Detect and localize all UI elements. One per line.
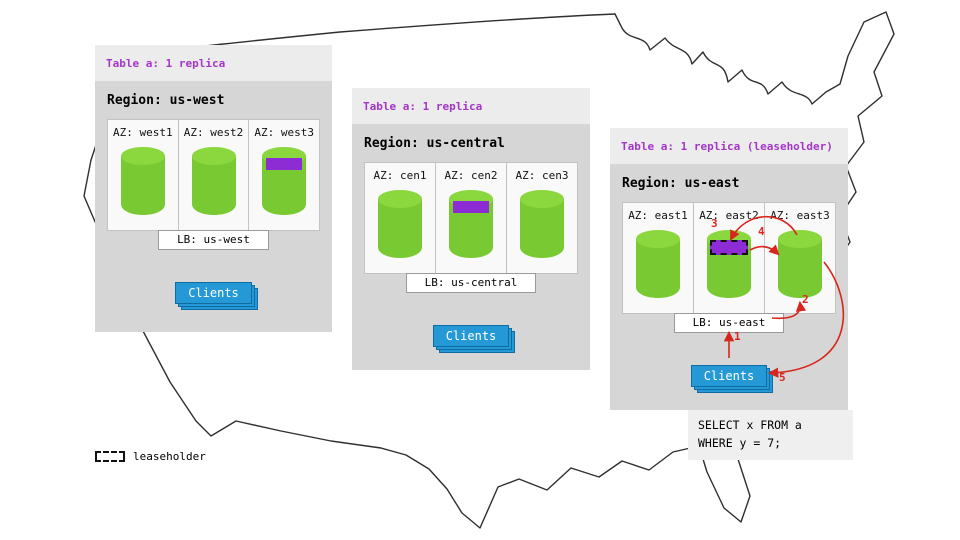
region-title: Region: us-west [107, 93, 225, 108]
az-column-west2: AZ: west2 [177, 119, 250, 231]
leaseholder-replica-indicator [710, 240, 748, 255]
az-label: AZ: west2 [183, 126, 244, 139]
az-column-east1: AZ: east1 [622, 202, 694, 314]
az-column-east2: AZ: east2 [693, 202, 765, 314]
leaseholder-legend: leaseholder [95, 450, 206, 463]
clients-node: Clients [690, 365, 774, 393]
load-balancer-box: LB: us-east [673, 313, 785, 333]
database-cylinder-icon [377, 189, 423, 259]
region-panel-us-central: Table a: 1 replica Region: us-central AZ… [352, 88, 590, 370]
table-replica-label: Table a: 1 replica [106, 56, 226, 70]
az-label: AZ: east2 [699, 209, 759, 222]
database-cylinder-icon [777, 229, 823, 299]
az-label: AZ: cen1 [373, 169, 427, 182]
table-replica-header: Table a: 1 replica [352, 88, 590, 124]
clients-label: Clients [175, 282, 252, 304]
table-replica-header: Table a: 1 replica [95, 45, 332, 81]
database-cylinder-icon [706, 229, 752, 299]
az-label: AZ: east1 [628, 209, 688, 222]
database-cylinder-icon [635, 229, 681, 299]
az-row: AZ: west1 AZ: west2 AZ: west3 [107, 119, 321, 231]
load-balancer-box: LB: us-central [405, 273, 537, 293]
flow-step-1: 1 [734, 330, 741, 343]
leaseholder-legend-swatch [95, 451, 125, 462]
sql-query-box: SELECT x FROM a WHERE y = 7; [688, 410, 853, 460]
leaseholder-legend-label: leaseholder [133, 450, 206, 463]
az-column-east3: AZ: east3 [764, 202, 836, 314]
az-column-west3: AZ: west3 [248, 119, 321, 231]
region-panel-us-west: Table a: 1 replica Region: us-west AZ: w… [95, 45, 332, 332]
database-cylinder-icon [519, 189, 565, 259]
az-label: AZ: west3 [254, 126, 314, 139]
az-row: AZ: cen1 AZ: cen2 AZ: cen3 [364, 162, 578, 274]
clients-label: Clients [690, 365, 768, 387]
sql-query-line1: SELECT x FROM a [698, 418, 802, 432]
database-cylinder-icon [448, 189, 494, 259]
table-replica-label: Table a: 1 replica [363, 99, 483, 113]
az-label: AZ: cen2 [444, 169, 498, 182]
flow-step-2: 2 [802, 293, 809, 306]
sql-query-line2: WHERE y = 7; [698, 435, 782, 450]
az-column-cen2: AZ: cen2 [435, 162, 507, 274]
clients-node: Clients [432, 325, 516, 353]
az-column-west1: AZ: west1 [107, 119, 179, 231]
region-title: Region: us-central [364, 136, 505, 151]
flow-step-4: 4 [758, 225, 765, 238]
az-column-cen3: AZ: cen3 [506, 162, 578, 274]
database-cylinder-icon [120, 146, 166, 216]
replica-indicator [453, 201, 489, 213]
az-label: AZ: east3 [770, 209, 830, 222]
database-cylinder-icon [261, 146, 307, 216]
clients-label: Clients [432, 325, 510, 347]
replica-indicator [266, 158, 303, 170]
table-replica-label: Table a: 1 replica (leaseholder) [621, 139, 833, 153]
region-panel-us-east: Table a: 1 replica (leaseholder) Region:… [610, 128, 848, 410]
flow-step-3: 3 [711, 217, 718, 230]
load-balancer-box: LB: us-west [158, 230, 269, 250]
az-label: AZ: west1 [113, 126, 173, 139]
clients-node: Clients [175, 282, 258, 310]
flow-step-5: 5 [779, 371, 786, 384]
region-title: Region: us-east [622, 176, 740, 191]
database-cylinder-icon [191, 146, 237, 216]
az-label: AZ: cen3 [515, 169, 569, 182]
table-replica-header: Table a: 1 replica (leaseholder) [610, 128, 848, 164]
az-column-cen1: AZ: cen1 [364, 162, 436, 274]
